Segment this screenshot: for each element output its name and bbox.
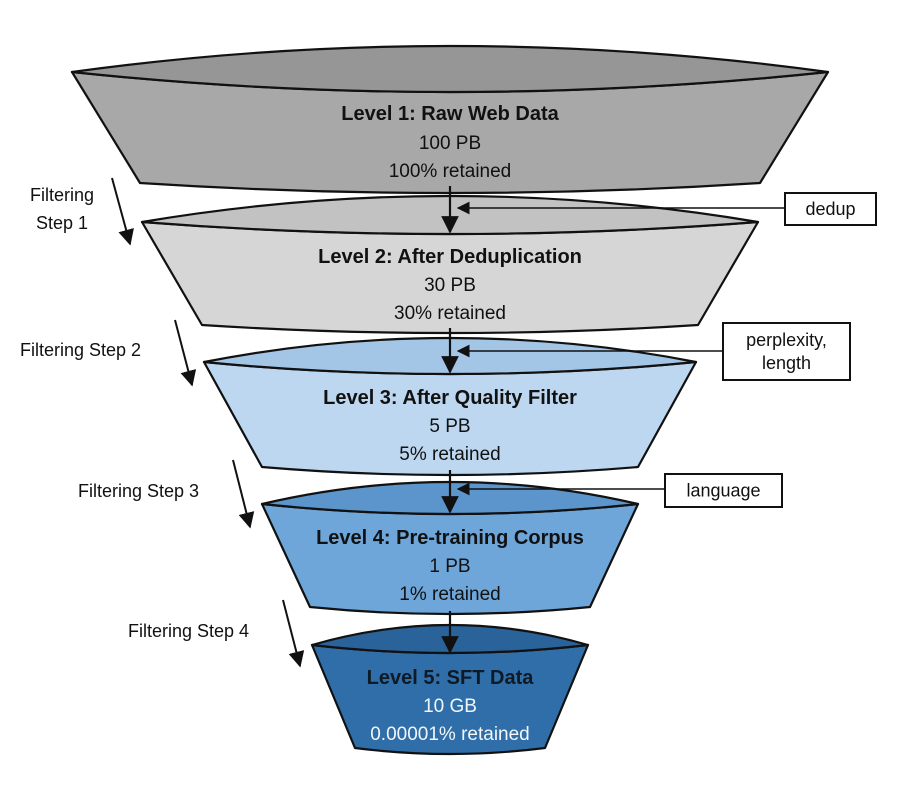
filtering-step-4: Filtering Step 4 (128, 599, 305, 668)
level-title: Level 5: SFT Data (367, 667, 535, 689)
filter-box (722, 322, 851, 381)
step-arrow-icon (174, 319, 197, 387)
level-title: Level 4: Pre-training Corpus (316, 527, 584, 549)
filter-callouts: dedup perplexity, length language (456, 192, 877, 508)
level-retained: 1% retained (399, 584, 500, 605)
funnel-level-5: Level 5: SFT Data 10 GB 0.00001% retained (310, 623, 590, 756)
filter-label: dedup (805, 199, 855, 219)
filter-label: language (686, 481, 760, 501)
step-label: Step 1 (36, 213, 88, 233)
step-label: Filtering (30, 185, 94, 205)
step-arrow-icon (282, 599, 305, 668)
level-size: 5 PB (429, 416, 470, 437)
funnel-level-4: Level 4: Pre-training Corpus 1 PB 1% retai… (260, 480, 640, 616)
level-size: 100 PB (419, 133, 481, 154)
level-title: Level 3: After Quality Filter (323, 387, 577, 409)
step-label: Filtering Step 4 (128, 621, 249, 641)
level-retained: 30% retained (394, 303, 506, 324)
level-size: 10 GB (423, 696, 477, 717)
filter-box (784, 192, 877, 226)
step-arrow-icon (111, 177, 134, 246)
filtering-step-3: Filtering Step 3 (78, 459, 255, 529)
filter-label: length (762, 353, 811, 373)
filtering-step-2: Filtering Step 2 (20, 319, 197, 387)
level-title: Level 1: Raw Web Data (341, 103, 559, 125)
level-title: Level 2: After Deduplication (318, 246, 582, 268)
level-top-cap (70, 44, 830, 94)
step-label: Filtering Step 2 (20, 340, 141, 360)
funnel-level-1: Level 1: Raw Web Data 100 PB 100% retained (70, 44, 830, 195)
step-label: Filtering Step 3 (78, 481, 199, 501)
filter-callout-2: perplexity, length (456, 322, 851, 381)
filter-box (664, 473, 783, 508)
funnel-level-3: Level 3: After Quality Filter 5 PB 5% reta… (202, 336, 698, 477)
level-size: 1 PB (429, 556, 470, 577)
filter-callout-3: language (456, 473, 783, 508)
filter-label: perplexity, (746, 330, 827, 350)
funnel-levels: Level 1: Raw Web Data 100 PB 100% retained… (70, 44, 830, 756)
filter-callout-1: dedup (456, 192, 877, 226)
level-retained: 100% retained (389, 161, 512, 182)
level-retained: 5% retained (399, 444, 500, 465)
level-size: 30 PB (424, 275, 476, 296)
step-arrow-icon (232, 459, 255, 529)
level-retained: 0.00001% retained (370, 724, 530, 745)
